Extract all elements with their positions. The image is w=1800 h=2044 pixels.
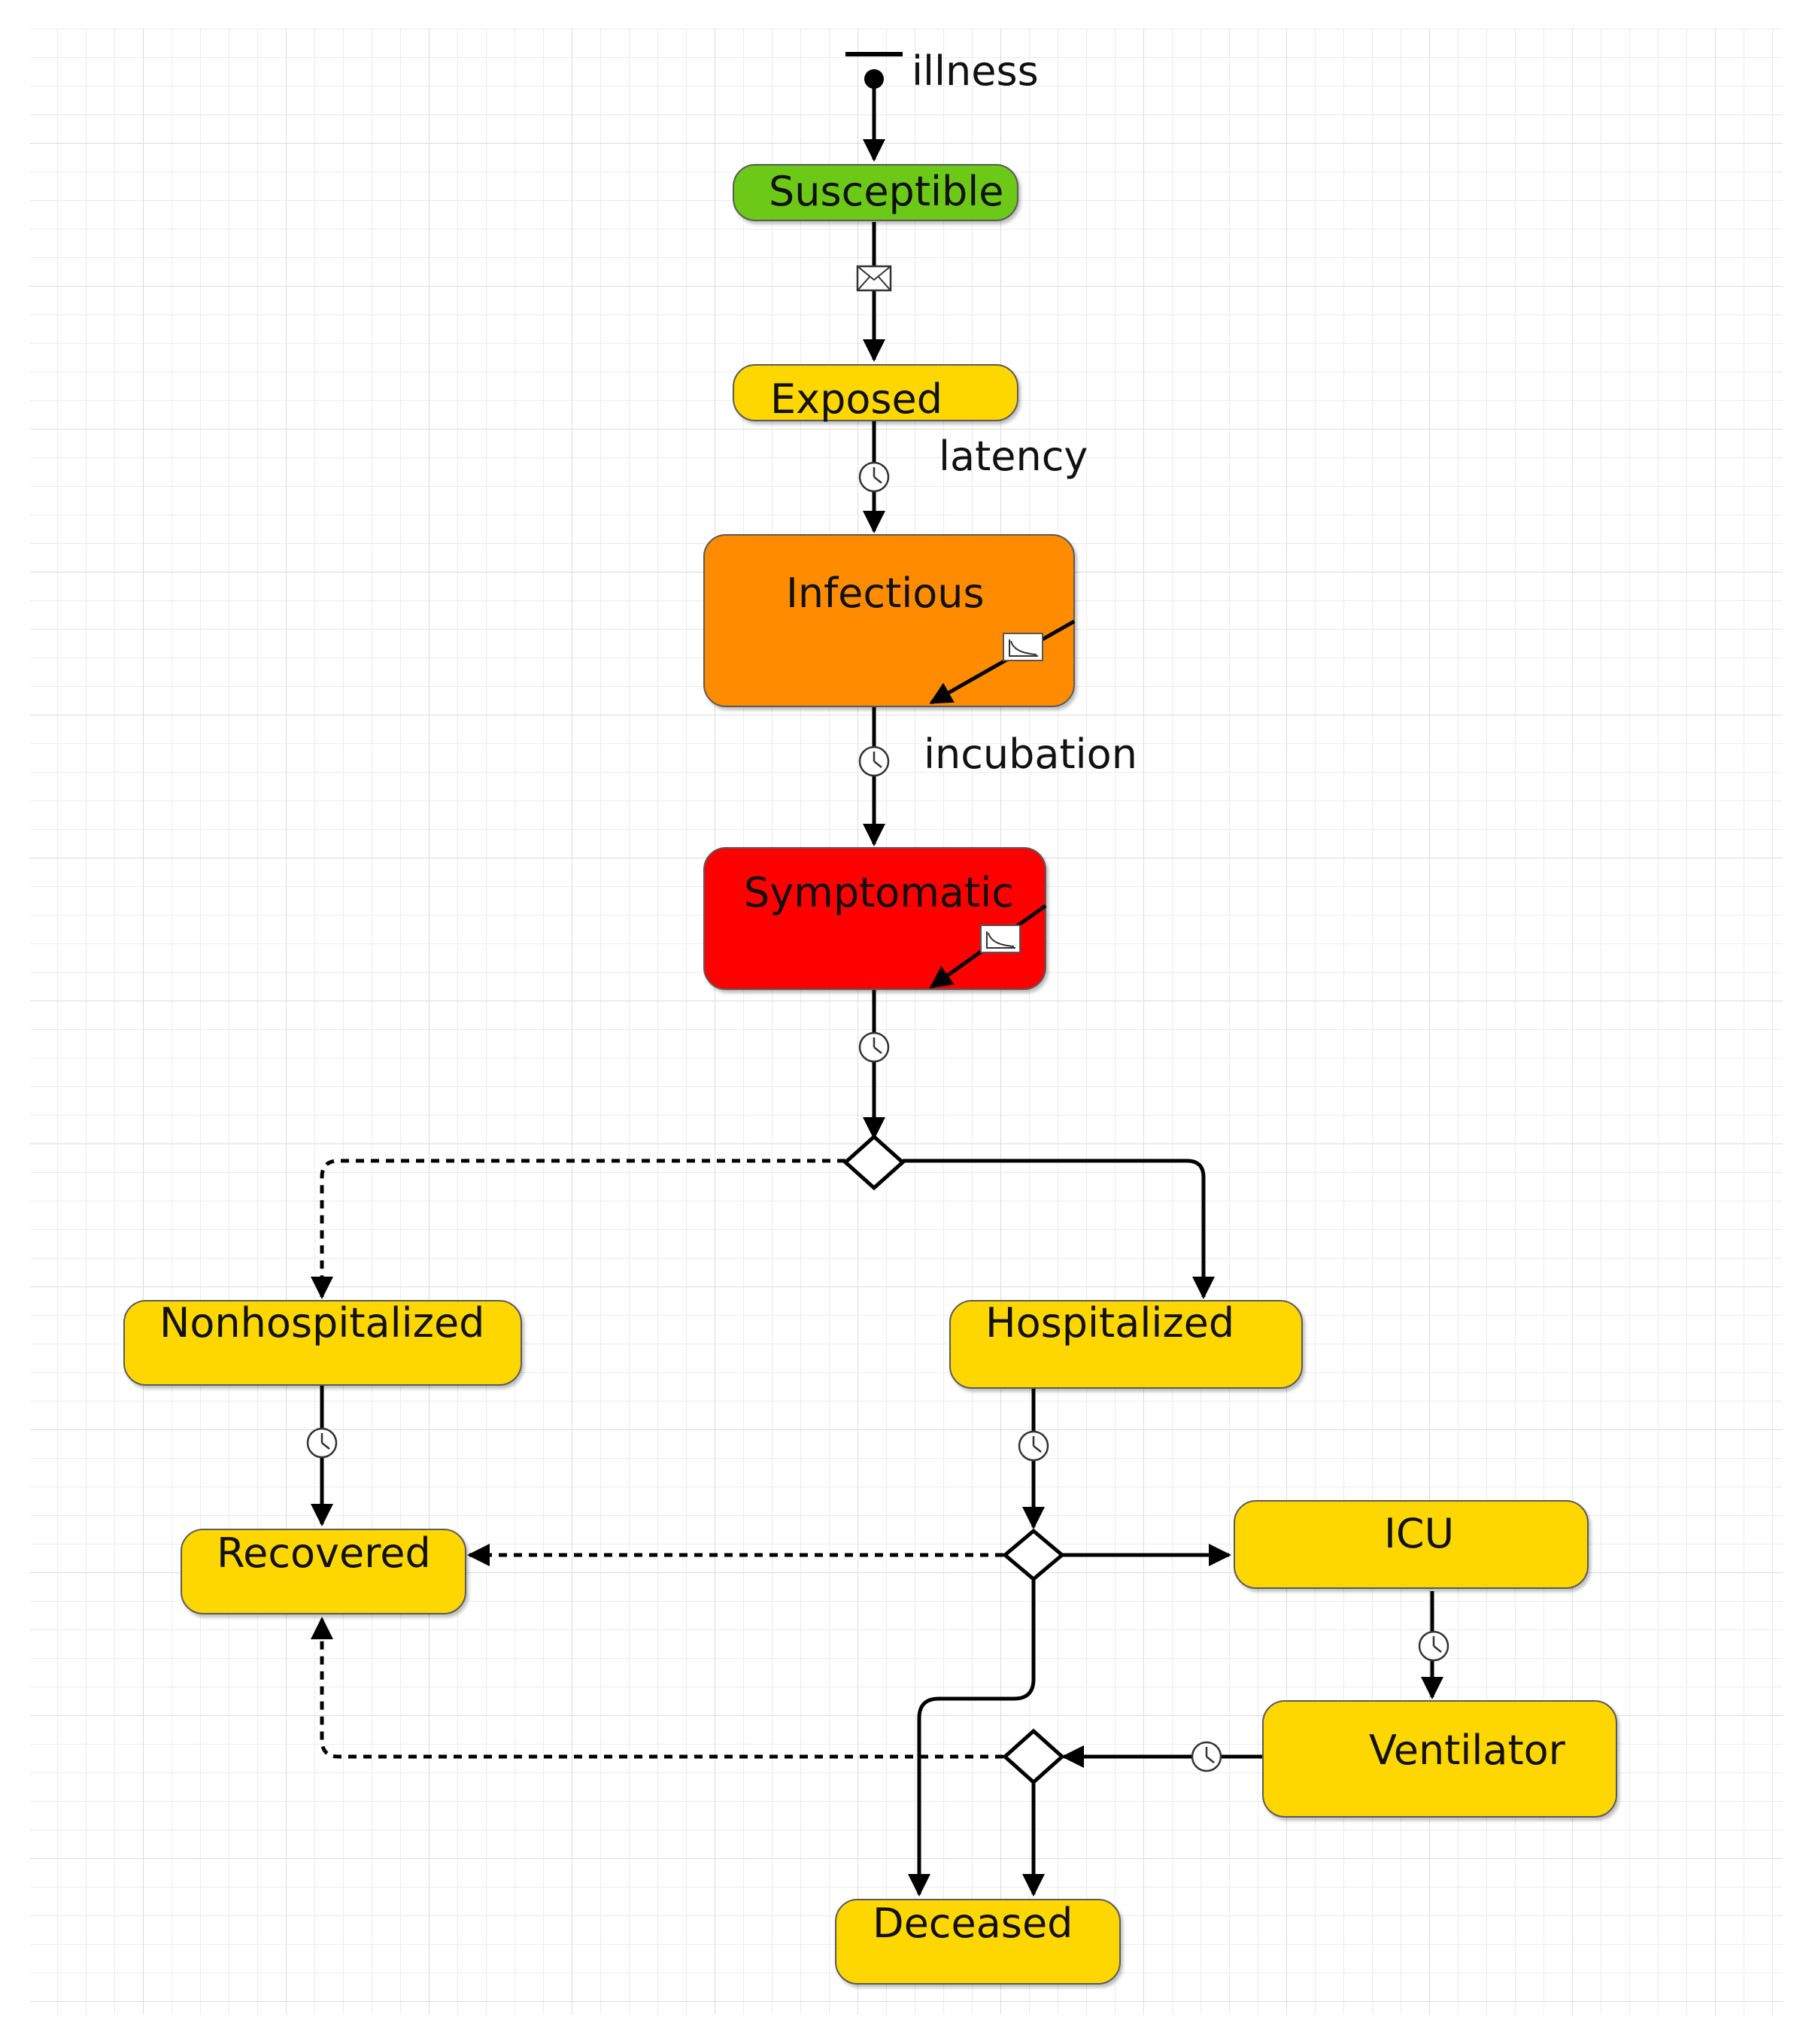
branch-diamond[interactable] xyxy=(1002,1528,1065,1582)
clock-icon[interactable] xyxy=(1191,1741,1222,1772)
rate-curve-icon[interactable] xyxy=(1003,633,1043,661)
branch-to-hospitalized[interactable] xyxy=(903,1159,1215,1299)
state-infectious[interactable]: Infectious xyxy=(703,534,1075,707)
internal-transition-infectious[interactable] xyxy=(929,619,1076,705)
clock-icon[interactable] xyxy=(858,1031,890,1063)
start-dot xyxy=(864,69,884,89)
clock-icon[interactable] xyxy=(306,1427,338,1459)
state-label: Hospitalized xyxy=(985,1299,1235,1347)
transition-label-latency: latency xyxy=(939,433,1088,480)
grid-background xyxy=(30,29,1783,2015)
branch-to-deceased-hospital[interactable] xyxy=(908,1578,1036,1897)
clock-icon[interactable] xyxy=(858,746,890,777)
state-hospitalized[interactable]: Hospitalized xyxy=(949,1300,1303,1389)
state-label: Symptomatic xyxy=(744,869,1014,916)
state-label: Ventilator xyxy=(1369,1727,1565,1774)
transition-label-incubation: incubation xyxy=(924,730,1137,778)
state-ventilator[interactable]: Ventilator xyxy=(1262,1700,1617,1818)
branch-diamond[interactable] xyxy=(842,1134,906,1191)
state-label: Susceptible xyxy=(769,168,1004,215)
rate-curve-icon[interactable] xyxy=(980,925,1021,953)
state-deceased[interactable]: Deceased xyxy=(835,1899,1121,1985)
state-label: Nonhospitalized xyxy=(159,1299,485,1347)
start-label: illness xyxy=(912,47,1039,95)
clock-icon[interactable] xyxy=(1018,1430,1049,1462)
branch-diamond[interactable] xyxy=(1002,1728,1065,1785)
state-label: Infectious xyxy=(786,569,985,617)
state-nonhospitalized[interactable]: Nonhospitalized xyxy=(123,1300,522,1386)
state-symptomatic[interactable]: Symptomatic xyxy=(703,847,1046,990)
branch-to-recovered-vent[interactable] xyxy=(311,1617,1003,1759)
state-icu[interactable]: ICU xyxy=(1234,1500,1589,1589)
branch-to-nonhospitalized[interactable] xyxy=(311,1159,845,1299)
clock-icon[interactable] xyxy=(1418,1630,1449,1662)
state-label: Exposed xyxy=(770,375,943,423)
state-label: Recovered xyxy=(217,1529,431,1577)
state-recovered[interactable]: Recovered xyxy=(181,1529,466,1614)
state-susceptible[interactable]: Susceptible xyxy=(733,164,1018,221)
state-exposed[interactable]: Exposed xyxy=(733,364,1018,421)
clock-icon[interactable] xyxy=(858,461,890,493)
state-label: Deceased xyxy=(873,1900,1073,1947)
envelope-icon[interactable] xyxy=(856,265,892,292)
state-label: ICU xyxy=(1384,1510,1455,1557)
